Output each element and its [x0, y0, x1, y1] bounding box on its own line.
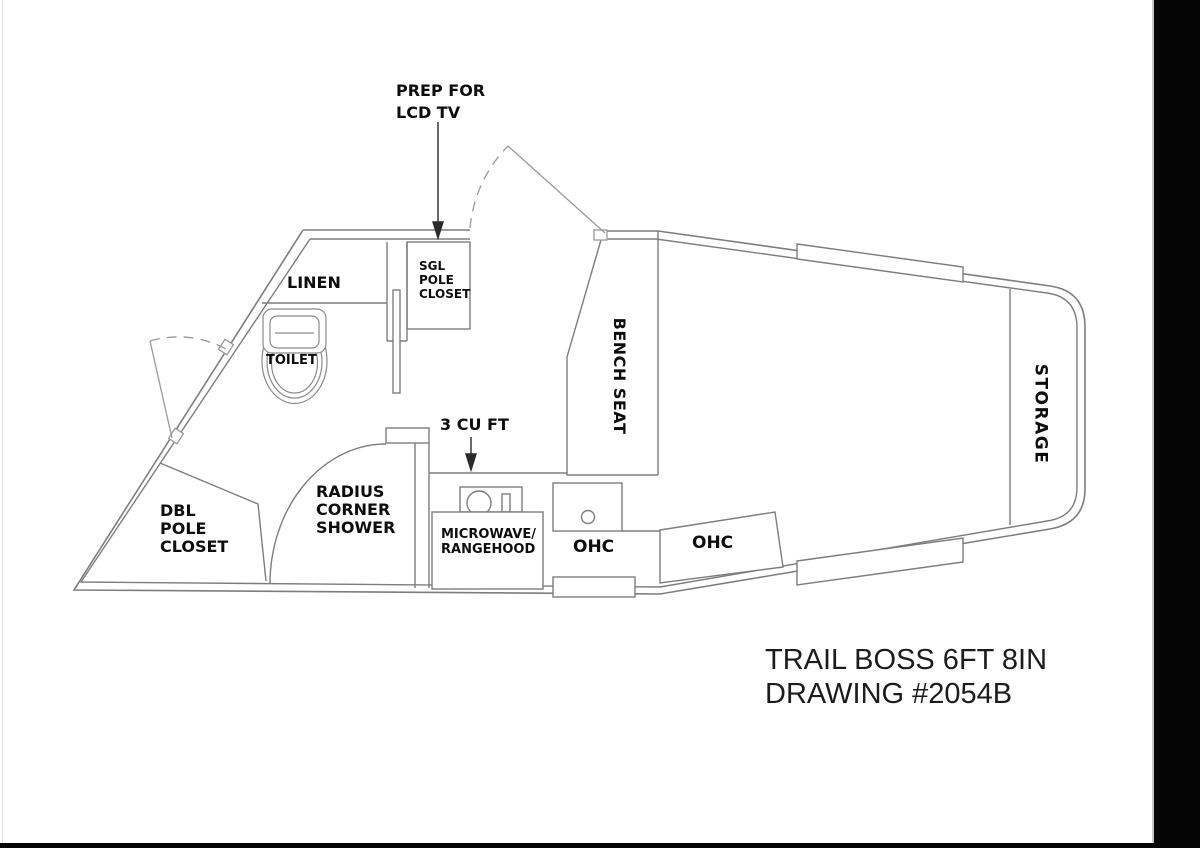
label-prep-lcd-tv: PREP FOR LCD TV [396, 81, 486, 122]
sgl-pole-closet-box [406, 241, 471, 330]
annotation-arrows [432, 122, 477, 473]
label-radius-corner-shower: RADIUS CORNER SHOWER [316, 482, 396, 537]
closet-pole [392, 289, 401, 394]
title-block: TRAIL BOSS 6FT 8IN DRAWING #2054B [765, 643, 1047, 711]
label-sgl-pole-closet: SGL POLE CLOSET [419, 259, 471, 301]
shower-radius-wall [269, 443, 387, 585]
dbl-closet-partition [159, 462, 267, 582]
ohc-right-box [659, 511, 784, 584]
entry-door-left-jamb-upper [217, 338, 235, 356]
bench-seat-outline [566, 231, 659, 476]
window-top-wall [796, 243, 964, 283]
entry-door-top-panel [507, 145, 606, 234]
outer-wall [72, 229, 1086, 595]
doors [149, 145, 608, 445]
inner-wall [79, 238, 1078, 588]
faucet [501, 493, 511, 513]
label-storage: STORAGE [1030, 363, 1051, 465]
scan-edge-left [2, 0, 3, 848]
entry-door-left-jamb-lower [167, 427, 185, 445]
label-ohc-left: OHC [573, 537, 615, 557]
window-bottom-wall [796, 537, 964, 586]
interior-partitions [159, 231, 1011, 590]
ohc-knob [580, 509, 596, 525]
title-drawing-number: DRAWING #2054B [765, 678, 1013, 710]
label-toilet: TOILET [266, 353, 317, 368]
ohc-left-box [552, 482, 623, 532]
entry-door-left-swing [149, 336, 227, 350]
label-ohc-right: OHC [692, 533, 734, 553]
entry-door-top-swing [469, 145, 509, 229]
label-3-cu-ft: 3 CU FT [440, 415, 509, 434]
shower-valve-box [385, 427, 430, 444]
cu-ft-arrow-head [465, 453, 477, 473]
label-bench-seat: BENCH SEAT [610, 317, 629, 435]
wall-windows [552, 243, 964, 598]
label-dbl-pole-closet: DBL POLE CLOSET [160, 501, 229, 556]
lcd-tv-arrow-head [432, 221, 444, 241]
toilet-fixture [261, 308, 328, 405]
title-model: TRAIL BOSS 6FT 8IN [765, 644, 1048, 676]
scan-edge-right [1152, 0, 1200, 848]
scan-edge-bottom [0, 843, 1200, 848]
shower-side-wall [414, 443, 430, 588]
label-microwave-rangehood: MICROWAVE/ RANGEHOOD [441, 527, 536, 557]
entry-door-left-panel [149, 340, 173, 439]
entry-door-top-jamb [593, 229, 608, 241]
microwave-box [431, 511, 544, 590]
label-linen: LINEN [287, 273, 341, 292]
window-rear-wall [552, 576, 636, 598]
